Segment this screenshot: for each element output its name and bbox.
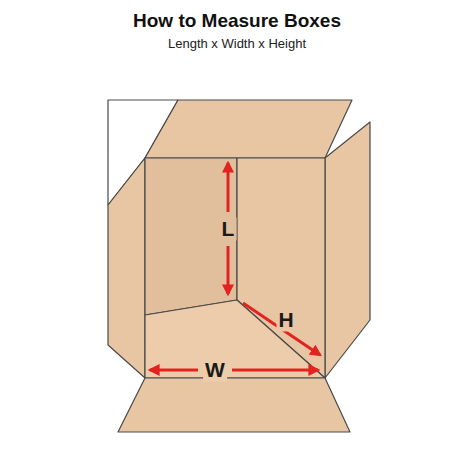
front-flap [118,378,350,432]
left-wall [145,158,237,315]
length-arrow [227,163,230,212]
subtitle: Length x Width x Height [168,37,306,51]
back-flap [145,100,352,158]
box-floor [145,300,325,378]
left-flap [108,158,145,378]
title: How to Measure Boxes [133,11,341,32]
height-arrow [243,303,320,355]
width-arrow [232,369,318,372]
width-arrow [150,369,198,372]
length-arrow [227,246,230,294]
dimension-label: L [220,217,237,240]
dimension-label: H [276,308,295,331]
dimension-label: W [203,358,227,381]
right-flap [325,122,370,378]
